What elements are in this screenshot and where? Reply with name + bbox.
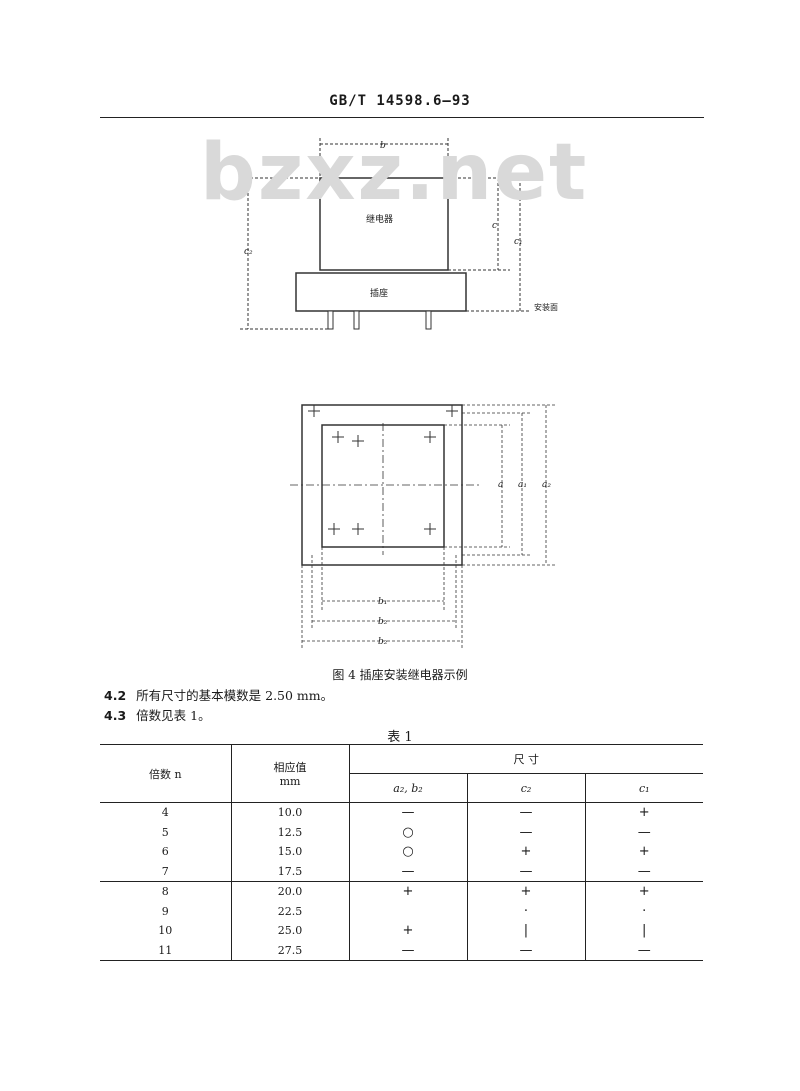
table-cell-s2: — bbox=[466, 861, 585, 882]
pin-2 bbox=[353, 310, 360, 330]
table-cell-n: 9 bbox=[161, 904, 169, 918]
standard-code-header: GB/T 14598.6—93 bbox=[329, 93, 471, 109]
paragraph-text: 倍数见表 1。 bbox=[136, 708, 211, 723]
figure-caption: 图 4 插座安装继电器示例 bbox=[332, 668, 468, 682]
label-a2: a₂ bbox=[542, 480, 551, 490]
table-cell-value: 15.0 bbox=[230, 842, 349, 862]
paragraph-4-2: 4.2 所有尺寸的基本模数是 2.50 mm。 bbox=[104, 685, 333, 704]
table-cell-s2: | bbox=[466, 921, 585, 941]
table-cell-s2: + bbox=[466, 881, 585, 902]
table-cell-s1: — bbox=[348, 940, 467, 961]
label-b2: b₂ bbox=[378, 617, 388, 627]
table-cell-value: 20.0 bbox=[230, 881, 349, 902]
table-cell-n: 5 bbox=[161, 825, 169, 839]
table-cell-s3: — bbox=[584, 822, 703, 842]
table-cell-s1: ○ bbox=[348, 842, 467, 862]
header-value-label: 相应值 bbox=[273, 761, 307, 774]
table-cell-s3: + bbox=[584, 802, 703, 823]
table-cell-s1: + bbox=[348, 921, 467, 941]
header-rule bbox=[100, 117, 704, 118]
header-value: 相应值 mm bbox=[230, 744, 349, 803]
table-row: 9 22.5 ·· bbox=[100, 901, 703, 921]
table-cell-value: 22.5 bbox=[230, 901, 349, 921]
label-c1: c₁ bbox=[514, 237, 523, 247]
table-cell-s3: — bbox=[584, 940, 703, 961]
table-cell-value: 17.5 bbox=[230, 861, 349, 882]
label-b1: b₁ bbox=[378, 597, 387, 607]
label-b: b bbox=[380, 141, 386, 151]
table-cell-n: 7 bbox=[161, 864, 169, 878]
paragraph-4-3: 4.3 倍数见表 1。 bbox=[104, 705, 211, 724]
paragraph-text: 所有尺寸的基本模数是 2.50 mm。 bbox=[136, 688, 334, 703]
label-mount-surface: 安装面 bbox=[534, 302, 558, 312]
table-cell-n: 4 bbox=[161, 806, 169, 820]
subheader-a2-b2: a₂, b₂ bbox=[348, 773, 467, 803]
table-cell-s1: — bbox=[348, 802, 467, 823]
subheader-c1: c₁ bbox=[584, 773, 703, 803]
label-a: a bbox=[498, 480, 503, 490]
table-cell-n: 10 bbox=[158, 924, 173, 938]
watermark: bzxz.net bbox=[200, 128, 589, 218]
label-a1: a₁ bbox=[518, 480, 527, 490]
table-cell-s2: — bbox=[466, 940, 585, 961]
socket-body bbox=[295, 272, 467, 312]
label-relay: 继电器 bbox=[366, 213, 393, 225]
paragraph-number: 4.3 bbox=[104, 708, 127, 723]
pin-1 bbox=[327, 310, 334, 330]
label-c: c bbox=[492, 221, 497, 231]
table-title: 表 1 bbox=[387, 730, 413, 745]
table-cell-s3: | bbox=[584, 921, 703, 941]
table-cell-value: 27.5 bbox=[230, 940, 349, 961]
relay-body bbox=[319, 177, 449, 271]
table-cell-s1 bbox=[348, 901, 467, 921]
table-cell-s1: ○ bbox=[348, 822, 467, 842]
header-value-unit: mm bbox=[279, 775, 301, 788]
table-cell-s1: — bbox=[348, 861, 467, 882]
relay-side-view-figure: b 继电器 插座 c₂ c c₁ 安装面 bbox=[240, 138, 558, 330]
table-cell-n: 6 bbox=[161, 845, 169, 859]
subheader-c2: c₂ bbox=[466, 773, 585, 803]
table-cell-s1: + bbox=[348, 881, 467, 902]
header-multiple: 倍数 n bbox=[100, 744, 231, 803]
relay-top-view-figure: a a₁ a₂ b₁ b₂ b₂ bbox=[290, 404, 555, 650]
table-cell-s3: + bbox=[584, 842, 703, 862]
header-dimension: 尺 寸 bbox=[348, 744, 703, 774]
table-cell-s2: — bbox=[466, 802, 585, 823]
table-cell-n: 8 bbox=[100, 881, 231, 902]
paragraph-number: 4.2 bbox=[104, 688, 127, 703]
table-cell-s2: — bbox=[466, 822, 585, 842]
pin-3 bbox=[425, 310, 432, 330]
table-cell-n: 11 bbox=[100, 940, 231, 961]
table-cell-s3: + bbox=[584, 881, 703, 902]
label-c2: c₂ bbox=[244, 247, 253, 257]
table-cell-s3: — bbox=[584, 861, 703, 882]
table-cell-value: 10.0 bbox=[230, 802, 349, 823]
table-cell-s2: + bbox=[466, 842, 585, 862]
table-cell-s2: · bbox=[466, 901, 585, 921]
label-b3: b₂ bbox=[378, 637, 388, 647]
table-cell-value: 12.5 bbox=[230, 822, 349, 842]
table-cell-value: 25.0 bbox=[230, 921, 349, 941]
table-cell-s3: · bbox=[584, 901, 703, 921]
label-socket: 插座 bbox=[370, 287, 388, 299]
